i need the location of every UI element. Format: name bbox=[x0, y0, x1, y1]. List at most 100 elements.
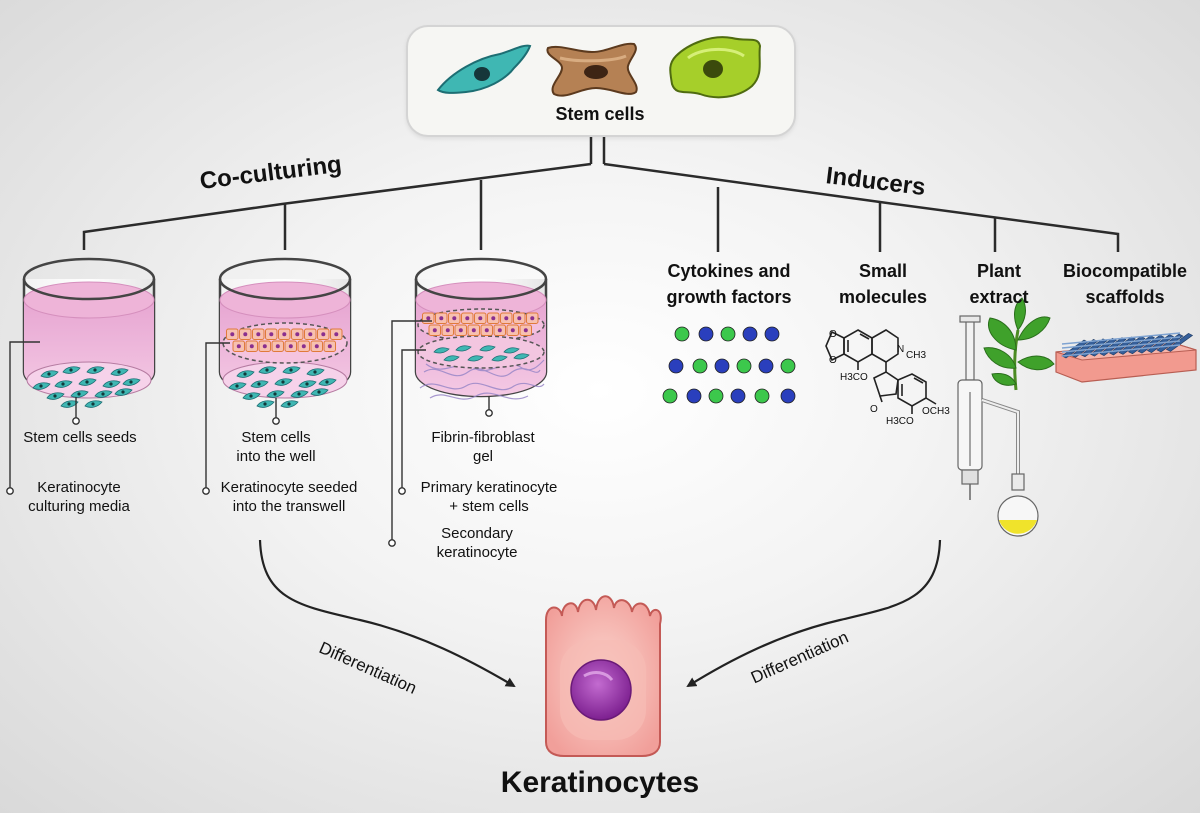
methoxy-bottom: H3CO bbox=[886, 416, 914, 427]
fibrin-gel-mesh bbox=[419, 359, 545, 400]
keratinocyte-nucleus bbox=[230, 332, 235, 337]
keratinocyte-nucleus bbox=[269, 332, 274, 337]
inducer-small-molecules-label: Small molecules bbox=[838, 261, 928, 307]
structure-labels: O O N CH3 H3CO O H3CO OCH3 bbox=[829, 329, 950, 427]
seed-nucleus bbox=[305, 382, 309, 386]
keratinocyte-nucleus bbox=[249, 344, 254, 349]
blue-molecule-dot bbox=[742, 326, 758, 342]
stem-cell-seeds-well-2 bbox=[228, 366, 337, 408]
keratinocyte-nucleus bbox=[458, 328, 463, 333]
keratinocyte-nucleus bbox=[282, 332, 287, 337]
seed-nucleus bbox=[297, 392, 301, 396]
keratinocyte-nucleus bbox=[334, 332, 339, 337]
keratinocyte-nucleus bbox=[256, 332, 261, 337]
seed-cell bbox=[443, 355, 460, 362]
keratinocyte-nucleus bbox=[262, 344, 267, 349]
keratinocytes-title: Keratinocytes bbox=[500, 766, 700, 799]
seed-nucleus bbox=[117, 370, 121, 374]
inducer-plant-extract-label: Plant extract bbox=[969, 261, 1029, 307]
oxygen-atom-2: O bbox=[829, 355, 837, 366]
stem-cell-green-icon bbox=[669, 36, 762, 99]
stem-cells-label: Stem cells bbox=[555, 104, 645, 124]
keratinocyte-nucleus bbox=[432, 328, 437, 333]
keratinocyte-nucleus bbox=[288, 344, 293, 349]
methoxy-left: H3CO bbox=[840, 372, 868, 383]
keratinocyte-nucleus bbox=[504, 316, 509, 321]
keratinocyte-nucleus bbox=[465, 316, 470, 321]
stem-cell-seeds-well-1 bbox=[32, 366, 141, 408]
small-molecule-structure bbox=[825, 329, 937, 414]
seed-cell bbox=[503, 347, 520, 354]
keratinocyte-nucleus bbox=[314, 344, 319, 349]
seed-nucleus bbox=[67, 402, 71, 406]
keratinocyte-nucleus bbox=[471, 328, 476, 333]
keratinocyte-nucleus bbox=[321, 332, 326, 337]
leader-lines bbox=[9, 320, 490, 542]
scaffold-crossbar bbox=[1061, 340, 1181, 353]
green-molecule-dot bbox=[662, 388, 678, 404]
green-molecule-dot bbox=[754, 388, 770, 404]
seed-nucleus bbox=[61, 382, 65, 386]
blue-molecule-dot bbox=[764, 326, 780, 342]
seed-cell bbox=[513, 353, 530, 360]
seed-nucleus bbox=[257, 382, 261, 386]
seed-nucleus bbox=[121, 390, 125, 394]
methoxy-right: OCH3 bbox=[922, 406, 950, 417]
seed-nucleus bbox=[91, 402, 95, 406]
seed-nucleus bbox=[47, 372, 51, 376]
differentiation-arrow-left bbox=[258, 539, 516, 688]
connector-tree bbox=[82, 134, 1120, 252]
keratinocyte-nucleus bbox=[523, 328, 528, 333]
seed-nucleus bbox=[129, 380, 133, 384]
seed-nucleus bbox=[313, 370, 317, 374]
keratinocyte-nucleus bbox=[236, 344, 241, 349]
scaffold-crossbar bbox=[1061, 332, 1181, 345]
keratinocyte-nucleus bbox=[445, 328, 450, 333]
green-molecule-dot bbox=[720, 326, 736, 342]
seed-nucleus bbox=[53, 394, 57, 398]
stem-cell-brown-icon bbox=[546, 42, 638, 97]
green-molecule-dot bbox=[736, 358, 752, 374]
seed-nucleus bbox=[101, 392, 105, 396]
green-molecule-dot bbox=[708, 388, 724, 404]
keratinocyte-nucleus bbox=[497, 328, 502, 333]
green-molecule-dot bbox=[674, 326, 690, 342]
stem-cell-teal-icon bbox=[436, 44, 532, 94]
leader-dots bbox=[6, 409, 493, 547]
seed-cell bbox=[479, 345, 496, 352]
primary-keratinocyte-layer-well-3 bbox=[422, 312, 539, 336]
blue-molecule-dot bbox=[698, 326, 714, 342]
blue-molecule-dot bbox=[686, 388, 702, 404]
cytokine-dots bbox=[662, 326, 796, 404]
seed-nucleus bbox=[287, 402, 291, 406]
seed-nucleus bbox=[317, 390, 321, 394]
seed-nucleus bbox=[69, 368, 73, 372]
seed-nucleus bbox=[77, 392, 81, 396]
seed-nucleus bbox=[325, 380, 329, 384]
keratinocyte-nucleus bbox=[308, 332, 313, 337]
plant-leaves-icon bbox=[983, 297, 1055, 391]
scaffold-mesh-icon bbox=[1055, 332, 1197, 383]
green-molecule-dot bbox=[780, 358, 796, 374]
well-2-transwell-label: Keratinocyte seeded into the transwell bbox=[220, 479, 358, 515]
keratinocyte-nucleus bbox=[327, 344, 332, 349]
keratinocyte-nucleus bbox=[478, 316, 483, 321]
seed-cell bbox=[491, 355, 508, 362]
blue-molecule-dot bbox=[668, 358, 684, 374]
keratinocyte-nucleus bbox=[491, 316, 496, 321]
seed-nucleus bbox=[265, 368, 269, 372]
keratinocyte-nucleus bbox=[452, 316, 457, 321]
scaffold-crossbar bbox=[1061, 336, 1181, 349]
keratinocyte-cell-icon bbox=[545, 595, 662, 757]
seed-nucleus bbox=[289, 368, 293, 372]
n-methyl-ch3: CH3 bbox=[906, 350, 926, 361]
keratinocyte-nucleus bbox=[510, 328, 515, 333]
blue-molecule-dot bbox=[758, 358, 774, 374]
keratinocyte-nucleus bbox=[275, 344, 280, 349]
seed-nucleus bbox=[109, 382, 113, 386]
keratinocyte-layer-well-2 bbox=[226, 328, 343, 352]
seed-nucleus bbox=[249, 394, 253, 398]
seed-cell bbox=[433, 347, 450, 354]
well-1-media-label: Keratinocyte culturing media bbox=[28, 479, 130, 515]
